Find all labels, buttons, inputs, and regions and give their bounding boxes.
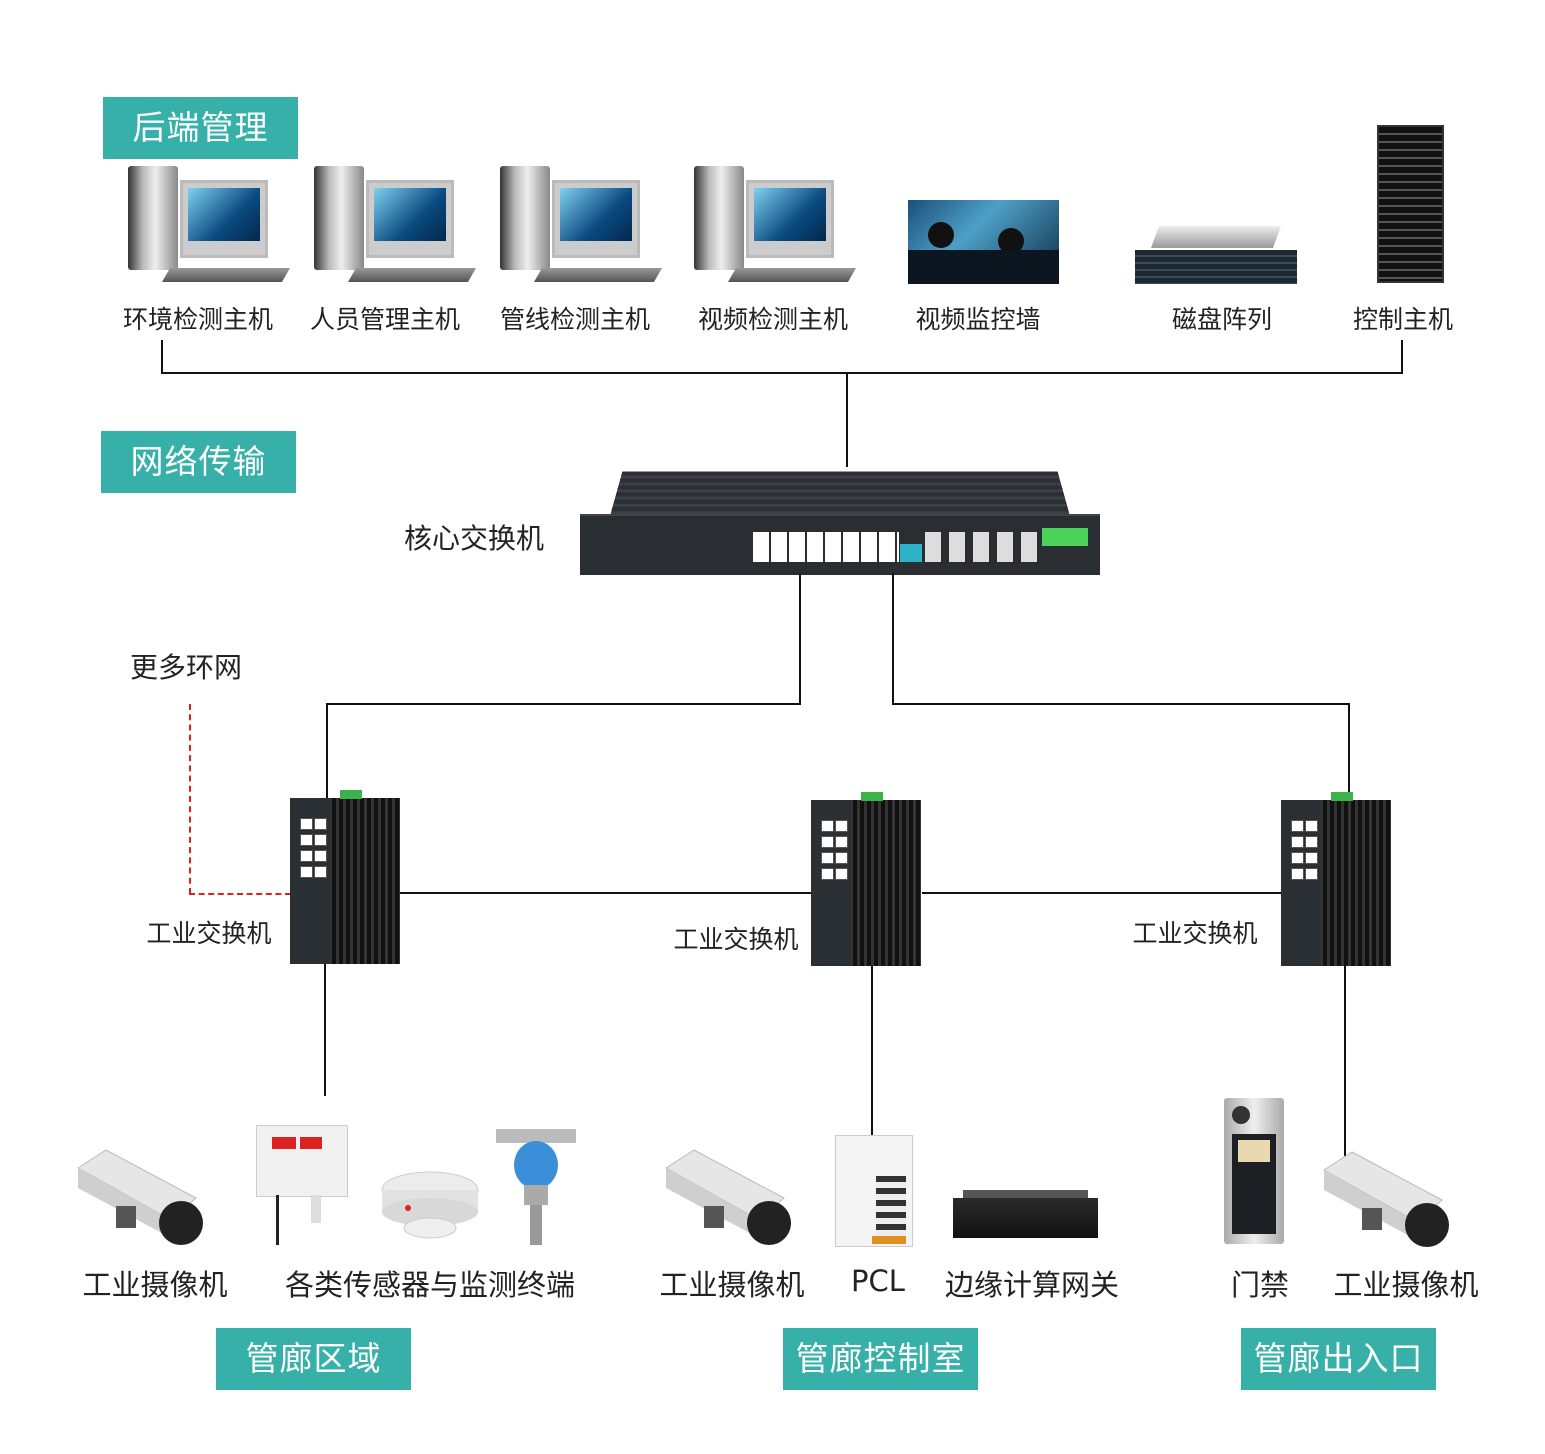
- link-line: [161, 340, 163, 374]
- device-label: PCL: [851, 1264, 905, 1298]
- desktop-pc-icon: [694, 166, 857, 284]
- smoke-detector-icon: [381, 1171, 479, 1239]
- device-label: 视频监控墙: [915, 305, 1041, 334]
- device-label: 管线检测主机: [499, 305, 651, 334]
- device-label: 环境检测主机: [122, 305, 274, 334]
- device-label: 人员管理主机: [309, 305, 461, 334]
- core-switch-label: 核心交换机: [403, 522, 545, 555]
- access-control-icon: [1224, 1098, 1284, 1244]
- link-line: [846, 372, 848, 467]
- link-line: [324, 964, 326, 1096]
- section-badge-network: 网络传输: [101, 431, 296, 493]
- section-badge-backend: 后端管理: [103, 97, 298, 159]
- device-label: 磁盘阵列: [1171, 305, 1273, 334]
- link-line: [871, 966, 873, 1141]
- link-line: [161, 372, 1403, 374]
- link-line: [892, 703, 1350, 705]
- device-label: 各类传感器与监测终端: [284, 1268, 576, 1302]
- link-line: [892, 573, 894, 705]
- desktop-pc-icon: [314, 166, 477, 284]
- link-line: [799, 573, 801, 705]
- camera-icon: [77, 1149, 203, 1245]
- link-line: [326, 703, 328, 800]
- industrial-switch-icon: [1281, 792, 1391, 966]
- device-label: 边缘计算网关: [944, 1268, 1120, 1302]
- pressure-transmitter-icon: [496, 1129, 576, 1245]
- ring-link-dashed: [189, 704, 191, 894]
- core-switch-icon: [580, 466, 1100, 575]
- link-line: [1401, 340, 1403, 374]
- desktop-pc-icon: [500, 166, 663, 284]
- video-wall-icon: [908, 200, 1059, 284]
- server-rack-icon: [1377, 125, 1444, 283]
- ring-link-dashed: [189, 893, 291, 895]
- desktop-pc-icon: [128, 166, 291, 284]
- link-line: [1348, 703, 1350, 800]
- ring-link-line: [400, 892, 811, 894]
- more-ring-label: 更多环网: [130, 651, 243, 684]
- camera-icon: [1323, 1151, 1449, 1247]
- industrial-switch-label: 工业交换机: [673, 925, 799, 954]
- disk-array-icon: [1135, 226, 1297, 284]
- section-badge-entrance: 管廊出入口: [1241, 1328, 1436, 1390]
- section-badge-corridor-area: 管廊区域: [216, 1328, 411, 1390]
- device-label: 工业摄像机: [1333, 1268, 1479, 1302]
- plc-icon: [835, 1135, 913, 1247]
- industrial-switch-label: 工业交换机: [146, 919, 272, 948]
- link-line: [326, 703, 801, 705]
- link-line: [1344, 966, 1346, 1156]
- device-label: 工业摄像机: [659, 1268, 805, 1302]
- camera-icon: [665, 1149, 791, 1245]
- industrial-switch-icon: [811, 792, 921, 966]
- industrial-switch-icon: [290, 790, 400, 964]
- gateway-icon: [953, 1190, 1098, 1245]
- section-badge-control-room: 管廊控制室: [783, 1328, 978, 1390]
- device-label: 门禁: [1230, 1268, 1290, 1302]
- device-label: 视频检测主机: [697, 305, 849, 334]
- device-label: 工业摄像机: [82, 1268, 228, 1302]
- ring-link-line: [922, 892, 1281, 894]
- sensor-icon: [256, 1125, 348, 1245]
- device-label: 控制主机: [1352, 305, 1454, 334]
- industrial-switch-label: 工业交换机: [1132, 919, 1258, 948]
